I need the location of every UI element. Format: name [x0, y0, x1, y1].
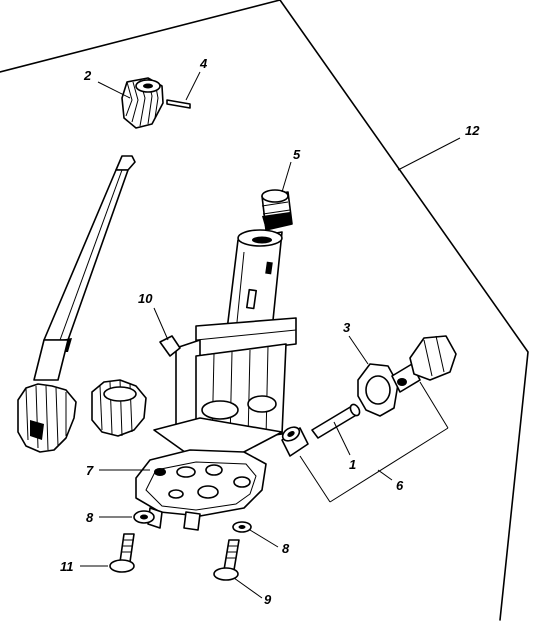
- callout-2: 2: [83, 68, 92, 83]
- bolt-left-part: [109, 533, 135, 573]
- callout-1: 1: [349, 457, 356, 472]
- pump-gear-on-shaft-part: [17, 383, 77, 453]
- gear-pin-part: [166, 99, 191, 109]
- relief-plug-part: [261, 189, 293, 231]
- sleeve-group-bracket: [299, 381, 449, 503]
- pump-body-part: [153, 229, 297, 461]
- idler-gear-part: [91, 379, 147, 437]
- callout-12: 12: [465, 123, 480, 138]
- callout-8-right: 8: [282, 541, 290, 556]
- callout-8-left: 8: [86, 510, 94, 525]
- sleeve-part: [281, 426, 309, 457]
- callout-6: 6: [396, 478, 404, 493]
- lock-washer-right-part: [232, 521, 252, 533]
- bolt-right-part: [213, 539, 240, 581]
- callout-10: 10: [138, 291, 153, 306]
- callout-5: 5: [293, 147, 301, 162]
- callout-3: 3: [343, 320, 351, 335]
- drive-shaft-part: [33, 155, 136, 381]
- callout-7: 7: [86, 463, 94, 478]
- gasket-part: [357, 363, 399, 417]
- callout-labels: 2 4 5 12 10 3 1 6 7 8 8 11 9: [60, 56, 480, 607]
- lock-washer-left-part: [133, 510, 155, 524]
- cover-plate-part: [135, 449, 267, 531]
- dowel-pin-part: [311, 403, 361, 439]
- callout-4: 4: [199, 56, 208, 71]
- drive-gear-part: [121, 77, 164, 129]
- callout-9: 9: [264, 592, 272, 607]
- relief-valve-part: [391, 335, 457, 393]
- leader-lines: [80, 71, 461, 599]
- callout-11: 11: [60, 559, 74, 574]
